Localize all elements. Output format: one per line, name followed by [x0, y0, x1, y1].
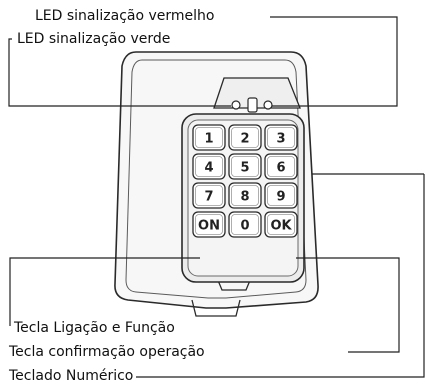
- key-7-face: [192, 182, 226, 209]
- key-on-bevel: [195, 214, 223, 235]
- label-led-green: LED sinalização verde: [17, 31, 171, 47]
- key-8-bevel: [231, 185, 259, 206]
- label-key-on-function: Tecla Ligação e Função: [14, 320, 175, 336]
- key-3[interactable]: 3: [264, 124, 298, 151]
- key-4-label: 4: [204, 161, 213, 176]
- leader-line-on-key: [9, 257, 200, 326]
- key-0-face: [228, 211, 262, 238]
- key-4[interactable]: 4: [192, 153, 226, 180]
- key-2[interactable]: 2: [228, 124, 262, 151]
- key-ok-label: OK: [270, 219, 292, 234]
- key-9[interactable]: 9: [264, 182, 298, 209]
- key-2-bevel: [231, 127, 259, 148]
- label-numeric-keypad: Teclado Numérico: [9, 368, 134, 384]
- key-1-bevel: [195, 127, 223, 148]
- key-8-face: [228, 182, 262, 209]
- device-foot: [191, 299, 241, 317]
- leader-line-led-red: [270, 16, 398, 107]
- key-1-label: 1: [204, 132, 213, 147]
- leader-line-led-green: [8, 38, 231, 107]
- key-9-bevel: [267, 185, 295, 206]
- key-7-bevel: [195, 185, 223, 206]
- key-0-bevel: [231, 214, 259, 235]
- label-led-red: LED sinalização vermelho: [35, 8, 215, 24]
- key-0-label: 0: [240, 219, 249, 234]
- key-6[interactable]: 6: [264, 153, 298, 180]
- key-7[interactable]: 7: [192, 182, 226, 209]
- key-6-bevel: [267, 156, 295, 177]
- key-0[interactable]: 0: [228, 211, 262, 238]
- key-3-face: [264, 124, 298, 151]
- key-8-label: 8: [240, 190, 249, 205]
- key-ok-face: [264, 211, 298, 238]
- label-key-confirm: Tecla confirmação operação: [9, 344, 205, 360]
- key-2-face: [228, 124, 262, 151]
- key-3-bevel: [267, 127, 295, 148]
- key-9-label: 9: [276, 190, 285, 205]
- key-1[interactable]: 1: [192, 124, 226, 151]
- device-housing-inner-edge: [125, 59, 307, 299]
- leader-line-ok-key: [296, 257, 400, 353]
- leader-line-numeric: [136, 174, 425, 378]
- key-4-bevel: [195, 156, 223, 177]
- key-6-face: [264, 153, 298, 180]
- key-3-label: 3: [276, 132, 285, 147]
- key-5[interactable]: 5: [228, 153, 262, 180]
- key-8[interactable]: 8: [228, 182, 262, 209]
- key-on-face: [192, 211, 226, 238]
- key-ok[interactable]: OK: [264, 211, 298, 238]
- key-5-face: [228, 153, 262, 180]
- key-5-label: 5: [240, 161, 249, 176]
- key-7-label: 7: [204, 190, 213, 205]
- key-on[interactable]: ON: [192, 211, 226, 238]
- key-5-bevel: [231, 156, 259, 177]
- key-ok-bevel: [267, 214, 295, 235]
- key-2-label: 2: [240, 132, 249, 147]
- keypad-keys: 1 2 3 4 5 6 7 8 9ON 0 OK: [192, 124, 298, 238]
- key-on-label: ON: [198, 219, 220, 234]
- key-9-face: [264, 182, 298, 209]
- led-red-indicator: [263, 100, 273, 110]
- key-6-label: 6: [276, 161, 285, 176]
- sensor-window: [247, 97, 258, 113]
- key-1-face: [192, 124, 226, 151]
- key-4-face: [192, 153, 226, 180]
- led-green-indicator: [231, 100, 241, 110]
